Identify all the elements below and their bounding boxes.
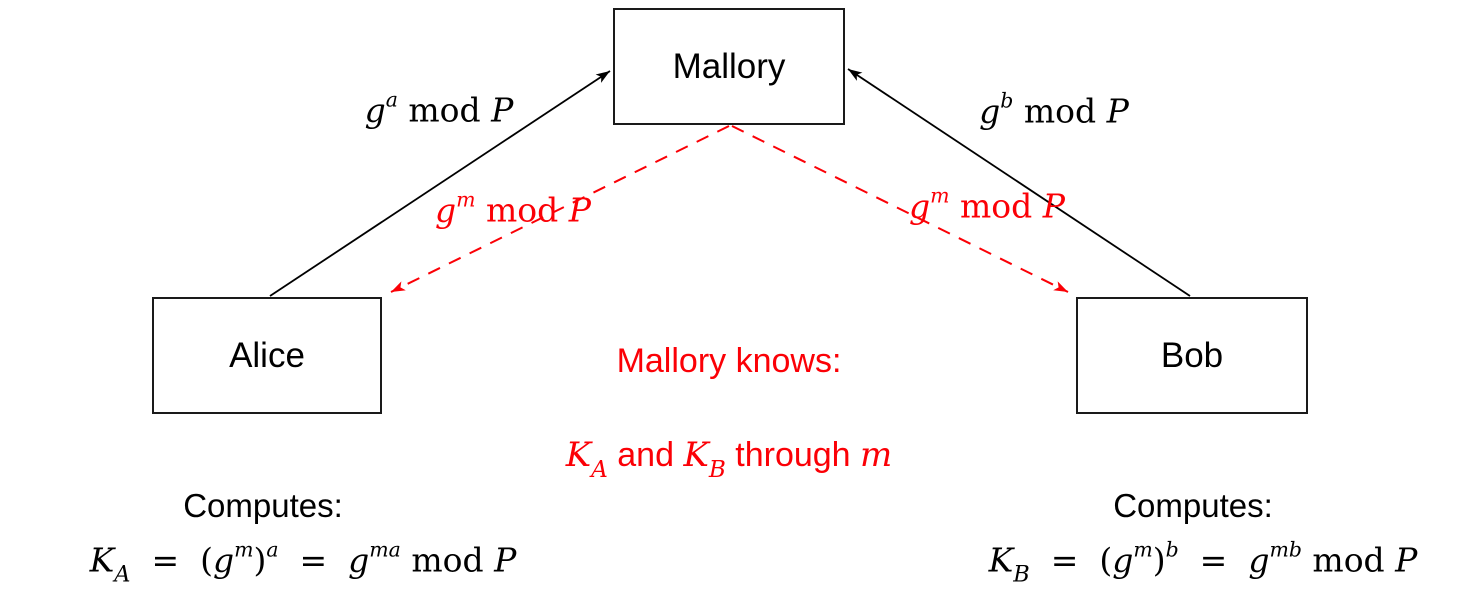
edge-label-g-a-mod-p: ga mod P <box>323 52 514 169</box>
math-k-sub: A <box>591 456 608 483</box>
math-exponent: mb <box>1269 537 1302 562</box>
math-g: g <box>1248 540 1270 580</box>
math-mod: mod <box>397 90 492 130</box>
math-mod: mod <box>949 186 1043 226</box>
math-mod: mod <box>1013 91 1107 131</box>
note-through: through <box>725 436 861 474</box>
math-mod: mod <box>475 190 569 230</box>
arrow-mallory-to-bob-dashed <box>731 125 1069 293</box>
math-p: P <box>568 190 591 230</box>
math-exponent: m <box>1133 537 1153 562</box>
math-k-sub: A <box>114 561 131 588</box>
node-mallory: Mallory <box>613 8 845 125</box>
math-g: g <box>212 540 235 580</box>
node-mallory-label: Mallory <box>672 46 786 86</box>
bob-computes-title: Computes: <box>1113 487 1273 524</box>
note-title: Mallory knows: <box>616 342 842 380</box>
math-equals: = <box>130 540 201 580</box>
arrow-mallory-to-alice-dashed <box>390 125 730 293</box>
math-exponent: b <box>1000 88 1014 113</box>
math-equals: = <box>1029 540 1100 580</box>
node-alice-label: Alice <box>229 335 305 375</box>
mallory-knows-note: Mallory knows: KA and KB through m <box>566 305 893 523</box>
math-exponent: ma <box>369 537 401 562</box>
math-m: m <box>860 435 893 475</box>
math-exponent: a <box>266 537 279 562</box>
math-k-sub: B <box>708 456 726 483</box>
math-base: g <box>908 186 931 226</box>
math-k: K <box>988 540 1014 580</box>
edge-label-g-b-mod-p: gb mod P <box>937 53 1129 170</box>
math-base: g <box>364 90 386 130</box>
math-k-sub: B <box>1013 561 1030 588</box>
math-open-paren: ( <box>200 540 213 580</box>
math-exponent: m <box>930 183 950 208</box>
math-exponent: m <box>456 187 476 212</box>
math-p: P <box>1106 91 1129 131</box>
math-exponent: b <box>1165 537 1179 562</box>
math-base: g <box>434 190 457 230</box>
math-mod: mod <box>400 540 495 580</box>
math-g: g <box>348 540 370 580</box>
bob-key-formula: KB = (gm)b = gmb mod P <box>947 502 1418 598</box>
math-exponent: a <box>385 87 398 112</box>
edge-label-g-m-mod-p-left: gm mod P <box>393 152 591 269</box>
math-base: g <box>979 91 1001 131</box>
math-k: K <box>89 540 115 580</box>
math-equals: = <box>1178 540 1249 580</box>
math-mod: mod <box>1301 540 1396 580</box>
math-exponent: m <box>234 537 254 562</box>
node-bob-label: Bob <box>1160 335 1224 375</box>
math-p: P <box>491 90 514 130</box>
note-and: and <box>607 436 684 474</box>
edge-label-g-m-mod-p-right: gm mod P <box>867 148 1065 265</box>
math-g: g <box>1112 540 1134 580</box>
math-p: P <box>494 540 517 580</box>
math-k: K <box>683 435 709 475</box>
arrow-bob-to-mallory <box>847 68 1191 297</box>
math-p: P <box>1395 540 1418 580</box>
math-p: P <box>1042 186 1065 226</box>
math-equals: = <box>278 540 349 580</box>
math-open-paren: ( <box>1099 540 1113 580</box>
node-alice: Alice <box>152 297 382 414</box>
node-bob: Bob <box>1076 297 1308 414</box>
math-close-paren: ) <box>253 540 267 580</box>
note-keys-line: KA and KB through m <box>566 435 893 487</box>
math-close-paren: ) <box>1152 540 1166 580</box>
alice-key-formula: KA = (gm)a = gma mod P <box>48 502 517 598</box>
math-k: K <box>565 435 592 475</box>
arrow-alice-to-mallory <box>269 70 611 297</box>
alice-computes-title: Computes: <box>183 487 343 524</box>
